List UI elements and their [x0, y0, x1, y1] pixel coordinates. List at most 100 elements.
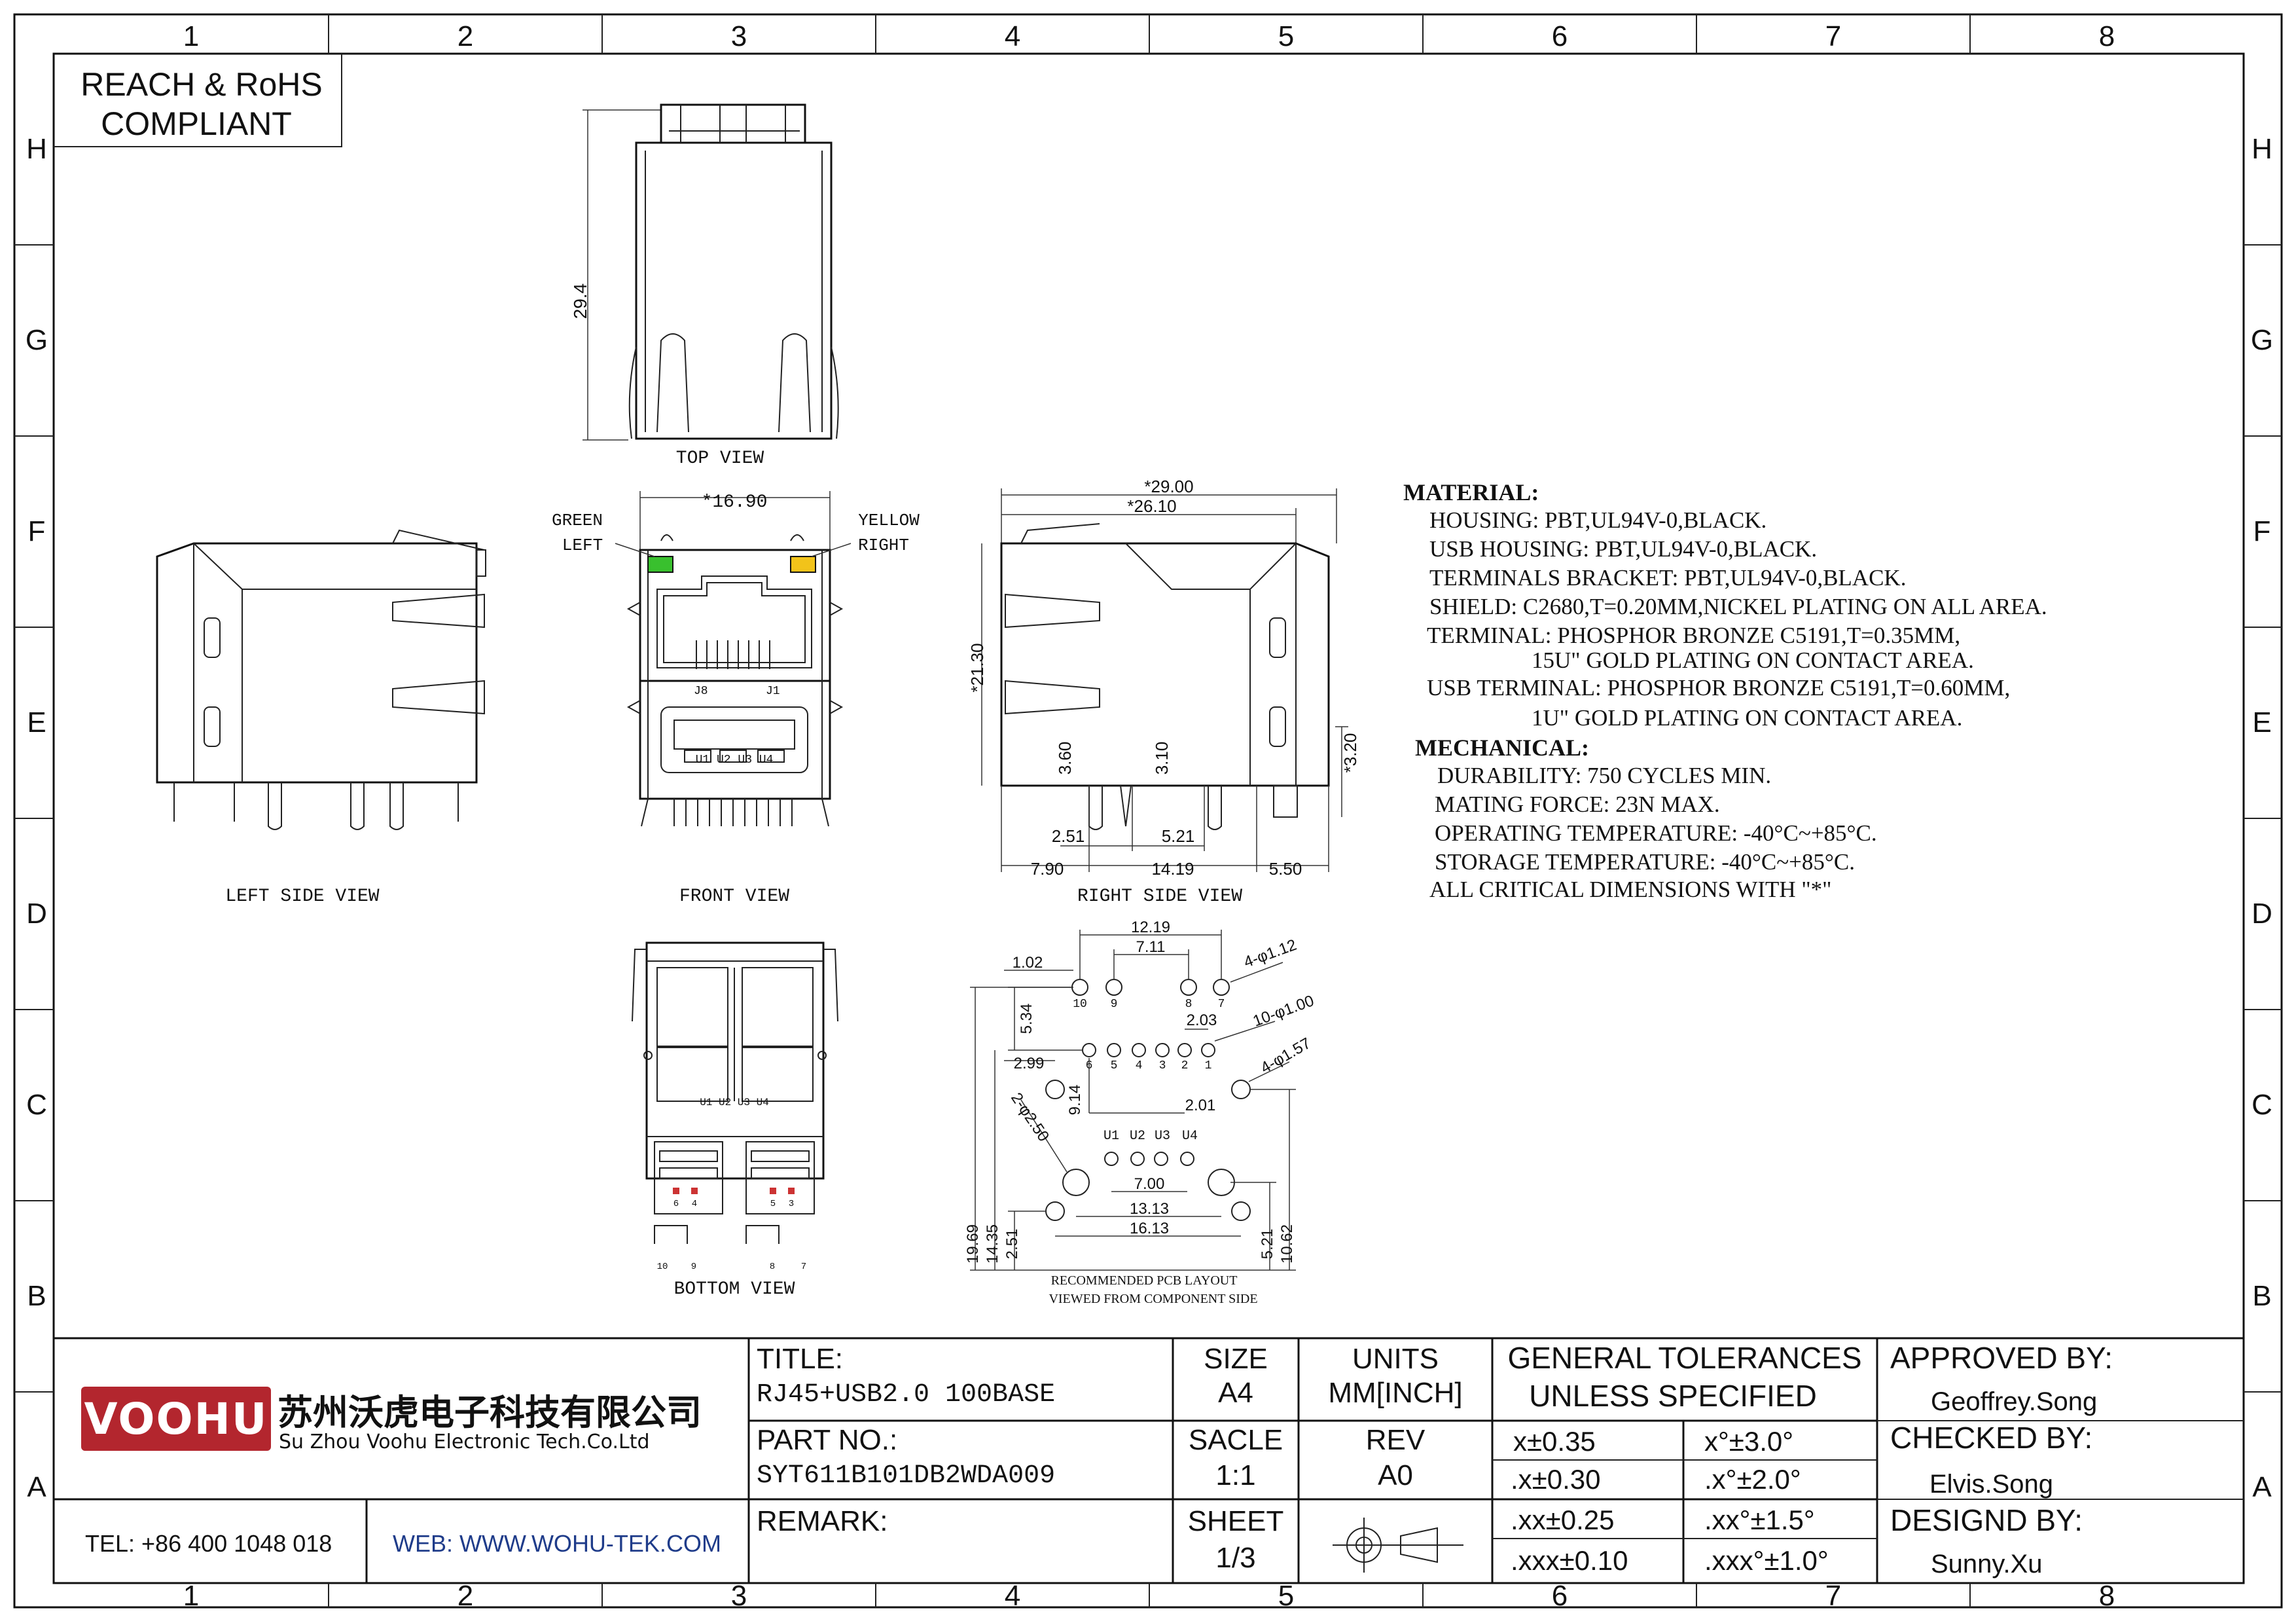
col-label-7: 7 — [1825, 20, 1841, 52]
row-label-right-F: F — [2253, 515, 2271, 547]
tol-angular-3: .xxx°±1.0° — [1704, 1545, 1829, 1576]
col-label-6: 6 — [1552, 20, 1568, 52]
label-front-view: FRONT VIEW — [679, 886, 789, 907]
col-label-bottom-1: 1 — [183, 1580, 199, 1612]
remark-label: REMARK: — [757, 1505, 888, 1537]
pcb-dim-d1: 12.19 — [1131, 919, 1170, 936]
tol-linear-2: .xx±0.25 — [1511, 1504, 1614, 1535]
material-heading: MATERIAL: — [1403, 479, 1539, 505]
pcb-pin-2: 2 — [1181, 1059, 1189, 1072]
col-label-bottom-5: 5 — [1278, 1580, 1294, 1612]
material-line-7: USB TERMINAL: PHOSPHOR BRONZE C5191,T=0.… — [1427, 675, 2010, 701]
pcb-pin-4: 4 — [1136, 1059, 1143, 1072]
material-line-2: USB HOUSING: PBT,UL94V-0,BLACK. — [1429, 536, 1817, 562]
rev-value: A0 — [1378, 1459, 1413, 1491]
sheet-label: SHEET — [1188, 1505, 1284, 1537]
pcb-dim-d9: 4-φ1.57 — [1258, 1034, 1314, 1077]
pcb-pin-7: 7 — [1218, 998, 1225, 1011]
led-green-left — [647, 556, 673, 573]
top-view: 29.4 TOP VIEW — [570, 103, 839, 469]
approved-label: APPROVED BY: — [1890, 1341, 2113, 1375]
pcb-dim-d12: 2-φ2.50 — [1007, 1089, 1052, 1144]
tol-linear-0: x±0.35 — [1513, 1426, 1596, 1457]
material-line-1: HOUSING: PBT,UL94V-0,BLACK. — [1429, 507, 1767, 533]
brand-logo-badge — [81, 1387, 271, 1451]
brand-logo: VOOHU — [84, 1394, 268, 1444]
mechanical-line-4: STORAGE TEMPERATURE: -40°C~+85°C. — [1435, 849, 1855, 875]
row-label-right-H: H — [2251, 133, 2272, 165]
row-label-G: G — [26, 324, 48, 356]
material-line-5: TERMINAL: PHOSPHOR BRONZE C5191,T=0.35MM… — [1427, 623, 1960, 648]
dim-right-b1: 2.51 — [1052, 826, 1085, 846]
dim-right-h2: 3.10 — [1152, 742, 1172, 775]
rev-label: REV — [1366, 1424, 1426, 1456]
pcb-dim-d6: 2.03 — [1187, 1012, 1217, 1029]
dim-right-b3: 7.90 — [1031, 859, 1064, 879]
approved-value: Geoffrey.Song — [1931, 1387, 2097, 1416]
col-label-5: 5 — [1278, 20, 1294, 52]
pcb-pin-3: 3 — [1159, 1059, 1166, 1072]
col-label-bottom-4: 4 — [1005, 1580, 1020, 1612]
row-label-E: E — [27, 706, 46, 739]
row-label-right-C: C — [2251, 1089, 2272, 1121]
dim-top-height: 29.4 — [570, 283, 590, 319]
tol-linear-3: .xxx±0.10 — [1511, 1545, 1628, 1576]
col-label-bottom-2: 2 — [457, 1580, 473, 1612]
label-right-side-view: RIGHT SIDE VIEW — [1077, 886, 1242, 907]
row-label-A: A — [27, 1471, 46, 1503]
row-label-right-E: E — [2252, 706, 2271, 739]
label-front-usb: U1 U2 U3 U4 — [696, 754, 774, 767]
mechanical-line-2: MATING FORCE: 23N MAX. — [1435, 792, 1720, 817]
row-label-C: C — [26, 1089, 47, 1121]
sheet-value: 1/3 — [1215, 1542, 1255, 1574]
mechanical-line-1: DURABILITY: 750 CYCLES MIN. — [1437, 763, 1771, 788]
pcb-dim-d11: 2.01 — [1185, 1097, 1216, 1114]
units-value: MM[INCH] — [1328, 1377, 1462, 1409]
part-no-value: SYT611B101DB2WDA009 — [757, 1461, 1055, 1491]
front-view: *16.90 GREEN LEFT YELLOW RIGHT J8 J1 U1 … — [552, 491, 920, 907]
dim-right-b4: 14.19 — [1151, 859, 1194, 879]
material-line-8: 1U" GOLD PLATING ON CONTACT AREA. — [1532, 705, 1962, 731]
pcb-dim-d7: 10-φ1.00 — [1251, 992, 1316, 1030]
notes: MATERIAL: HOUSING: PBT,UL94V-0,BLACK. US… — [1403, 479, 2047, 902]
pcb-dim-d4: 4-φ1.12 — [1242, 936, 1299, 972]
grid-ticks — [14, 14, 2282, 1607]
label-left-side-view: LEFT SIDE VIEW — [225, 886, 379, 907]
title-value: RJ45+USB2.0 100BASE — [757, 1380, 1055, 1410]
pcb-pin-1: 1 — [1205, 1059, 1212, 1072]
mechanical-line-5: ALL CRITICAL DIMENSIONS WITH "*" — [1429, 877, 1831, 902]
pcb-dim-d19: 5.21 — [1259, 1229, 1276, 1260]
pcb-pin-9: 9 — [1111, 998, 1118, 1011]
checked-value: Elvis.Song — [1929, 1470, 2053, 1499]
label-bottom-view: BOTTOM VIEW — [674, 1279, 795, 1300]
col-label-bottom-7: 7 — [1825, 1580, 1841, 1612]
col-label-3: 3 — [731, 20, 747, 52]
pcb-dim-d5: 5.34 — [1018, 1004, 1035, 1034]
compliance-line1: REACH & RoHS — [81, 66, 323, 103]
compliance-line2: COMPLIANT — [101, 105, 292, 142]
company-name-en: Su Zhou Voohu Electronic Tech.Co.Ltd — [279, 1431, 650, 1453]
material-line-3: TERMINALS BRACKET: PBT,UL94V-0,BLACK. — [1429, 565, 1906, 591]
row-label-right-D: D — [2251, 898, 2272, 930]
pcb-layout: 10 9 8 7 6 5 4 3 2 1 U1 U2 U3 U4 — [964, 919, 1316, 1306]
pcb-dim-d14: 13.13 — [1130, 1200, 1169, 1218]
dim-front-width: *16.90 — [702, 492, 768, 513]
col-label-bottom-3: 3 — [731, 1580, 747, 1612]
tol-angular-2: .xx°±1.5° — [1704, 1504, 1815, 1535]
bottom-pin-9: 9 — [691, 1262, 696, 1272]
projection-symbol — [1333, 1518, 1463, 1573]
bottom-pin-5: 5 — [770, 1199, 776, 1209]
title-block: VOOHU 苏州沃虎电子科技有限公司 Su Zhou Voohu Electro… — [54, 1337, 2244, 1583]
checked-label: CHECKED BY: — [1890, 1421, 2092, 1455]
dim-right-b5: 5.50 — [1269, 859, 1302, 879]
company-tel: TEL: +86 400 1048 018 — [85, 1530, 332, 1557]
dim-right-h3: *3.20 — [1340, 733, 1360, 773]
label-led-yellow: YELLOW — [858, 511, 920, 530]
tol-angular-0: x°±3.0° — [1704, 1426, 1793, 1457]
label-pcb-viewed: VIEWED FROM COMPONENT SIDE — [1049, 1292, 1257, 1306]
row-label-B: B — [27, 1280, 46, 1312]
dim-right-h1: 3.60 — [1055, 742, 1075, 775]
pcb-pin-10: 10 — [1073, 998, 1087, 1011]
row-label-D: D — [26, 898, 47, 930]
material-line-6: 15U" GOLD PLATING ON CONTACT AREA. — [1532, 647, 1974, 673]
